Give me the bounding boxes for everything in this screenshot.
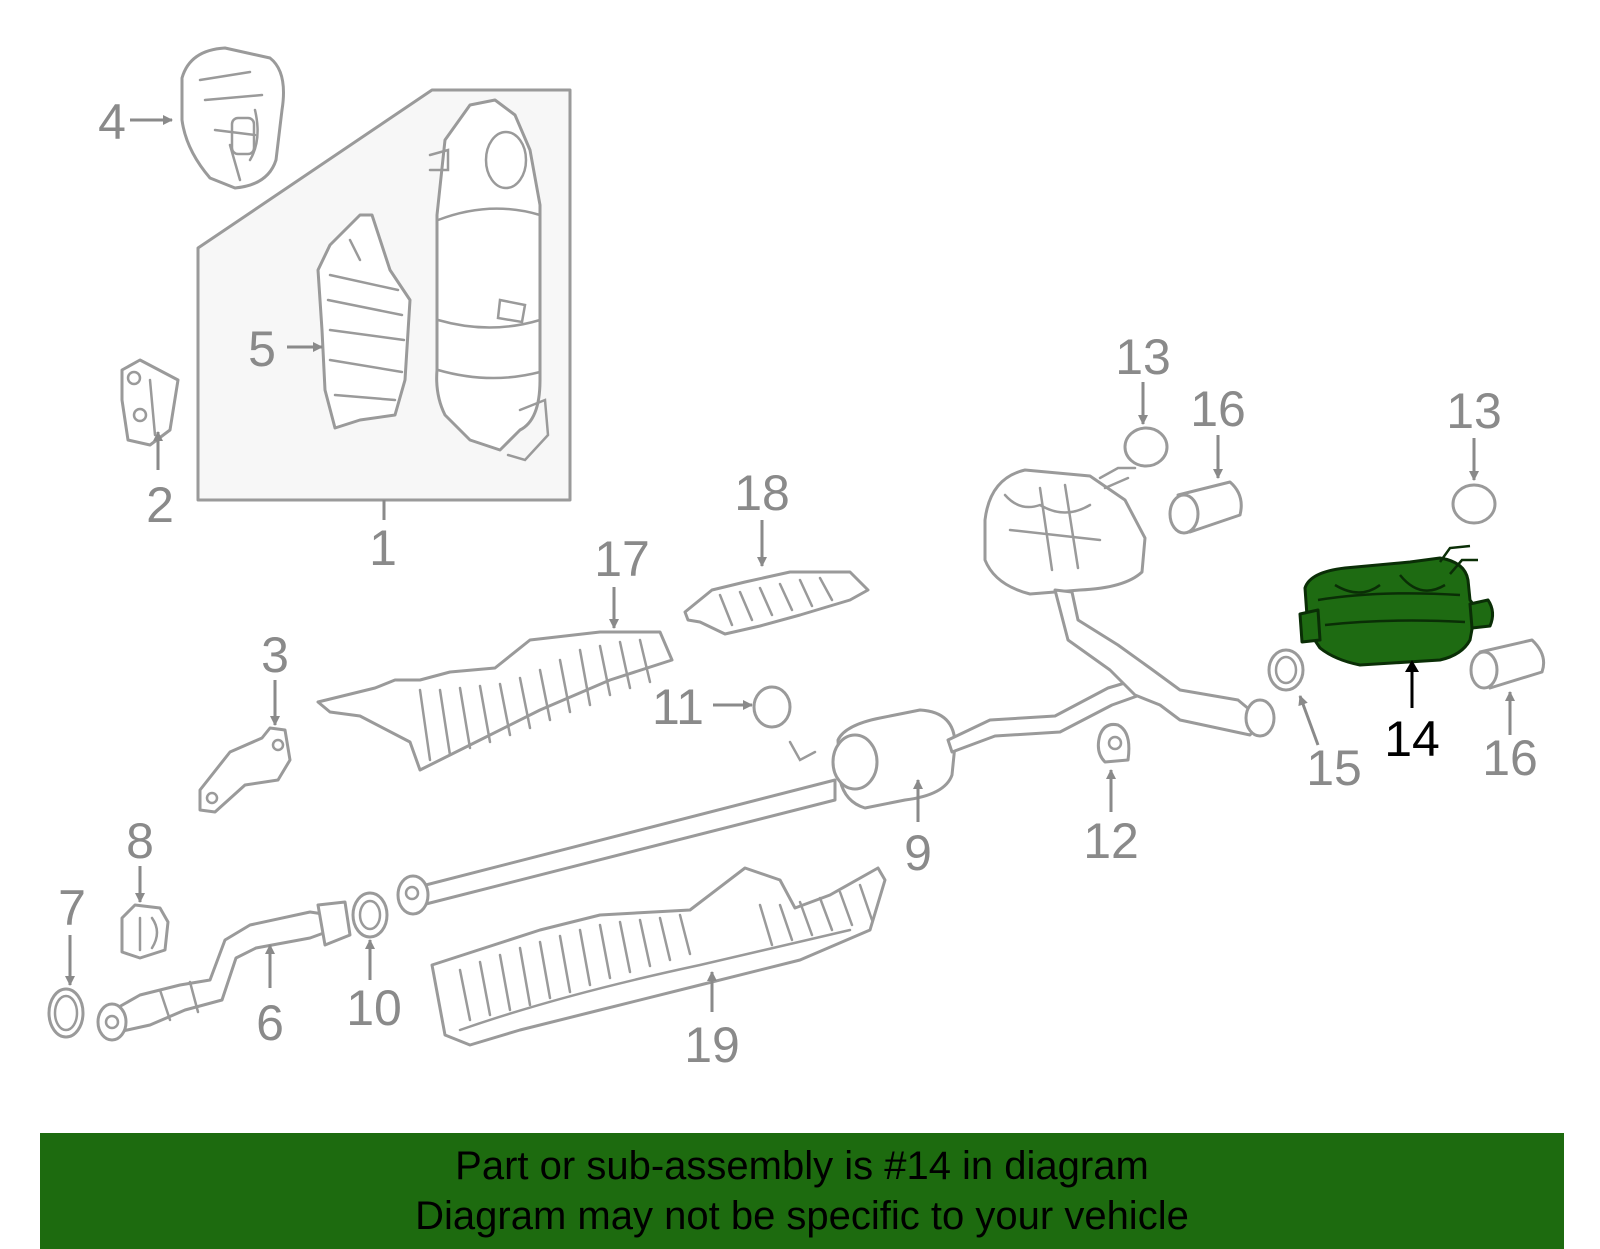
part-9-resonator-pipe[interactable] [396, 678, 1142, 916]
part-3-bracket[interactable] [198, 726, 292, 814]
callout-8: 8 [126, 813, 154, 869]
part-7-gasket[interactable] [47, 987, 85, 1039]
part-8-hanger[interactable] [120, 903, 170, 960]
callout-1: 1 [369, 520, 397, 576]
callout-2: 2 [146, 477, 174, 533]
part-4-bracket[interactable] [180, 46, 285, 190]
info-banner: Part or sub-assembly is #14 in diagram D… [40, 1133, 1564, 1249]
part-15-gasket[interactable] [1267, 648, 1305, 692]
part-19-heat-shield[interactable] [430, 866, 887, 1047]
part-16-exhaust-tip-a[interactable] [1168, 480, 1243, 535]
callout-11: 11 [652, 679, 704, 735]
callout-3: 3 [261, 627, 289, 683]
callout-4: 4 [98, 94, 126, 150]
part-13-grommet-a[interactable] [1123, 426, 1169, 468]
part-10-gasket[interactable] [351, 891, 389, 939]
part-6-front-pipe[interactable] [96, 900, 352, 1042]
callout-arrows [65, 115, 1515, 1012]
callout-14: 14 [1384, 711, 1440, 767]
callout-labels: 1 2 3 4 5 6 7 8 9 10 11 12 13 13 14 15 1… [58, 94, 1538, 1073]
part-13-grommet-b[interactable] [1451, 483, 1497, 525]
part-2-bracket[interactable] [120, 358, 180, 447]
callout-18: 18 [734, 465, 790, 521]
part-12-hanger[interactable] [1096, 723, 1131, 764]
callout-7: 7 [58, 880, 86, 936]
part-11-grommet[interactable] [752, 685, 792, 729]
callout-13-a: 13 [1115, 329, 1171, 385]
part-14-muffler-highlighted[interactable] [1298, 544, 1495, 667]
callout-16-a: 16 [1190, 381, 1246, 437]
callout-10: 10 [346, 980, 402, 1036]
callout-9: 9 [904, 825, 932, 881]
callout-6: 6 [256, 995, 284, 1051]
part-5-heat-shield[interactable] [316, 213, 412, 430]
callout-17: 17 [594, 531, 650, 587]
part-17-heat-shield[interactable] [316, 630, 674, 772]
callout-16-b: 16 [1482, 730, 1538, 786]
banner-line-part: Part or sub-assembly is #14 in diagram [455, 1144, 1149, 1188]
callout-15: 15 [1306, 740, 1362, 796]
mid-muffler-assembly[interactable] [983, 466, 1276, 738]
part-18-heat-shield[interactable] [683, 570, 870, 636]
part-16-exhaust-tip-b[interactable] [1469, 638, 1546, 690]
banner-line-disclaimer: Diagram may not be specific to your vehi… [415, 1194, 1189, 1238]
callout-12: 12 [1083, 813, 1139, 869]
callout-19: 19 [684, 1017, 740, 1073]
callout-13-b: 13 [1446, 383, 1502, 439]
catalytic-converter[interactable] [428, 98, 550, 462]
callout-5: 5 [248, 321, 276, 377]
